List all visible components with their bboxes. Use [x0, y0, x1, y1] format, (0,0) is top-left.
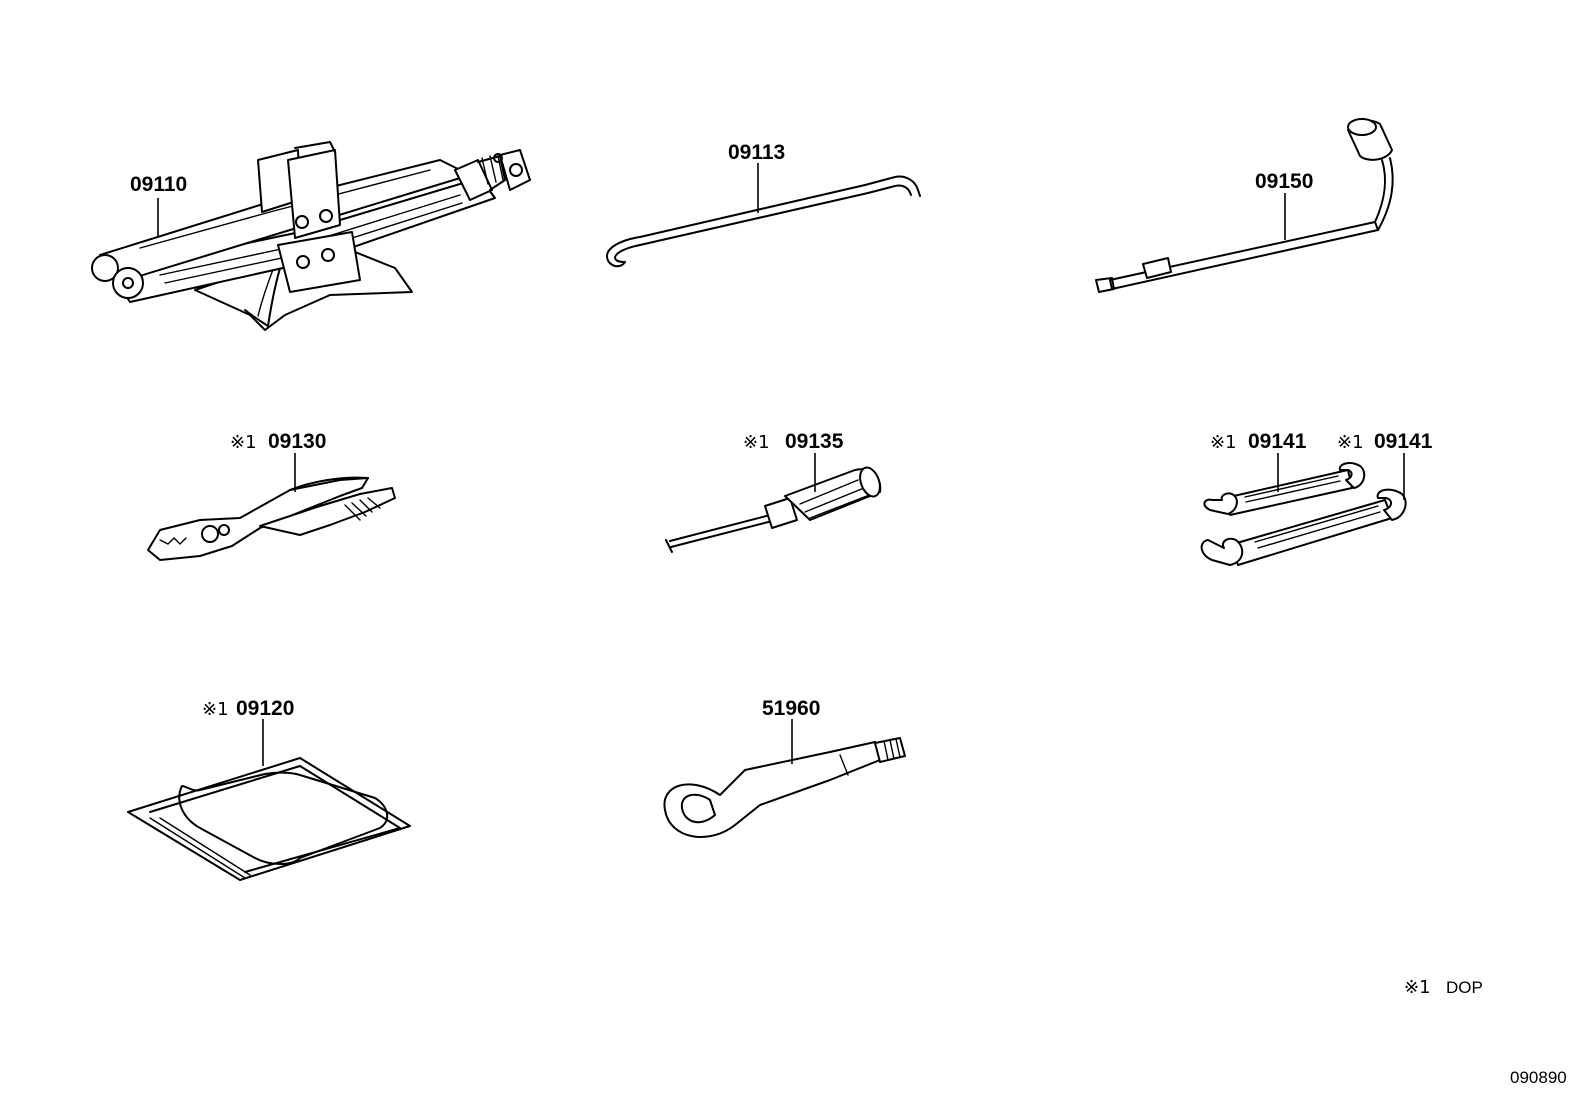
svg-text:09113: 09113 — [728, 141, 785, 164]
svg-text:09141: 09141 — [1248, 430, 1307, 453]
svg-text:※1: ※1 — [1210, 432, 1237, 453]
tool-bag-illustration[interactable] — [127, 719, 411, 881]
svg-text:09141: 09141 — [1374, 430, 1433, 453]
svg-text:DOP: DOP — [1446, 978, 1483, 997]
legend-note: ※1 DOP — [1404, 977, 1483, 998]
large-wrench-label: ※1 09141 — [1337, 430, 1433, 453]
svg-text:※1: ※1 — [1404, 977, 1431, 998]
svg-text:※1: ※1 — [1337, 432, 1364, 453]
svg-text:09110: 09110 — [130, 173, 187, 196]
small-wrench-illustration[interactable] — [1203, 453, 1366, 516]
svg-text:09135: 09135 — [785, 430, 844, 453]
svg-text:51960: 51960 — [762, 697, 820, 720]
small-wrench-label: ※1 09141 — [1210, 430, 1307, 453]
lug-wrench-illustration[interactable] — [1095, 118, 1394, 293]
lug-wrench-label: 09150 — [1255, 170, 1313, 193]
jack-handle-label: 09113 — [728, 141, 785, 164]
svg-text:※1: ※1 — [230, 432, 257, 453]
screwdriver-label: ※1 09135 — [743, 430, 844, 453]
svg-text:09120: 09120 — [236, 697, 294, 720]
svg-text:※1: ※1 — [743, 432, 770, 453]
diagram-id: 090890 — [1510, 1068, 1567, 1087]
jack-label: 09110 — [130, 173, 187, 196]
svg-text:090890: 090890 — [1510, 1068, 1567, 1087]
pliers-label: ※1 09130 — [230, 430, 326, 453]
svg-text:※1: ※1 — [202, 699, 229, 720]
towing-eye-label: 51960 — [762, 697, 820, 720]
tool-bag-label: ※1 09120 — [202, 697, 294, 720]
towing-eye-illustration[interactable] — [663, 719, 906, 838]
large-wrench-illustration[interactable] — [1200, 453, 1407, 566]
screwdriver-illustration[interactable] — [665, 453, 884, 553]
jack-handle-illustration[interactable] — [606, 163, 921, 268]
pliers-illustration[interactable] — [147, 453, 396, 561]
svg-text:09150: 09150 — [1255, 170, 1313, 193]
jack-illustration[interactable] — [91, 141, 531, 331]
svg-text:09130: 09130 — [268, 430, 326, 453]
